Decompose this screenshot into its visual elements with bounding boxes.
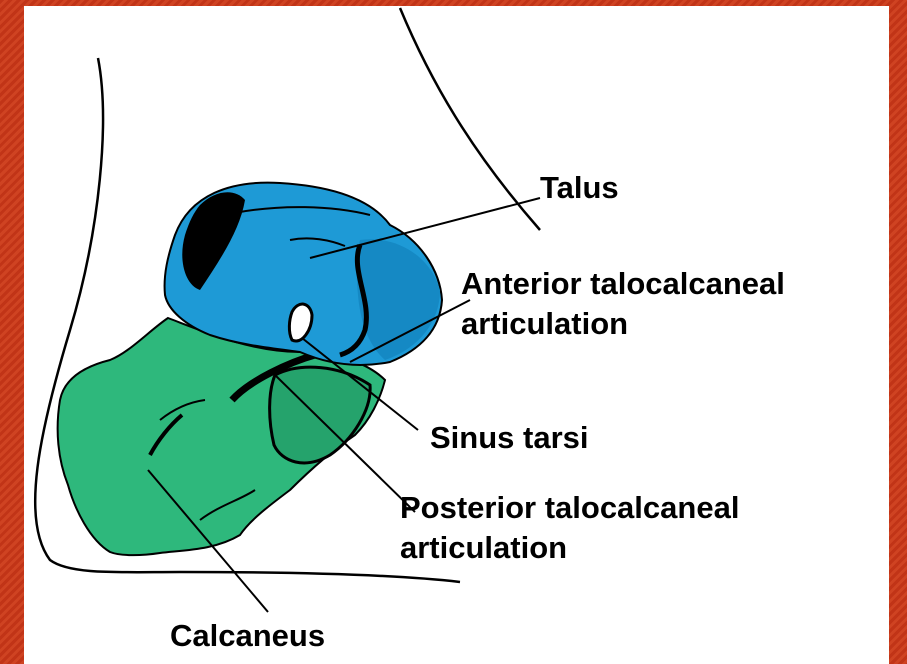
- label-posterior-line2: articulation: [400, 530, 567, 566]
- label-anterior-line1: Anterior talocalcaneal: [461, 266, 785, 302]
- skin-outline-right: [400, 8, 540, 230]
- label-anterior-line2: articulation: [461, 306, 628, 342]
- label-talus: Talus: [540, 170, 619, 206]
- label-sinus-tarsi: Sinus tarsi: [430, 420, 589, 456]
- label-calcaneus: Calcaneus: [170, 618, 325, 654]
- diagram-panel: Talus Anterior talocalcaneal articulatio…: [24, 6, 889, 664]
- calcaneus-facet: [270, 367, 371, 463]
- label-posterior-line1: Posterior talocalcaneal: [400, 490, 739, 526]
